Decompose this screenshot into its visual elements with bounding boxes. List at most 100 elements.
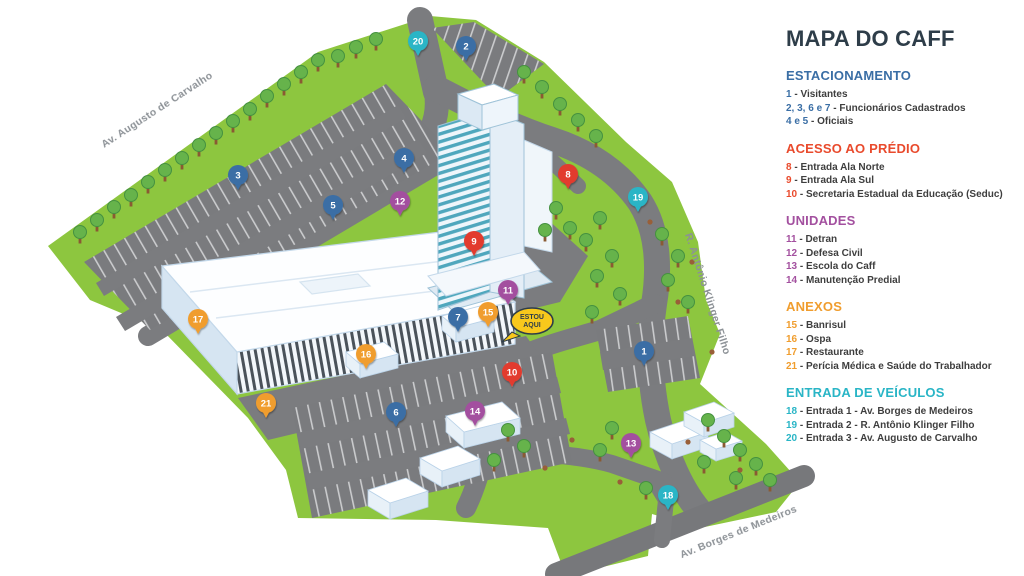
- legend-item-number: 10: [786, 188, 798, 200]
- legend-item: 19 - Entrada 2 - R. Antônio Klinger Filh…: [786, 419, 1022, 433]
- legend-item-text: - Entrada 3 - Av. Augusto de Carvalho: [797, 433, 978, 444]
- legend-item: 15 - Banrisul: [786, 319, 1022, 333]
- svg-text:15: 15: [483, 308, 494, 319]
- legend-item-text: - Entrada 2 - R. Antônio Klinger Filho: [797, 419, 975, 431]
- svg-text:16: 16: [361, 350, 372, 361]
- legend-item: 13 - Escola do Caff: [786, 260, 1022, 274]
- legend-item: 11 - Detran: [786, 233, 1022, 247]
- svg-text:7: 7: [455, 313, 460, 324]
- map-pin-19: 19: [628, 187, 648, 212]
- map-pin-6: 6: [386, 402, 406, 427]
- map-pin-3: 3: [228, 165, 248, 190]
- legend-item-text: - Secretaria Estadual da Educação (Seduc…: [797, 188, 1003, 200]
- legend-item-text: - Entrada Ala Sul: [791, 175, 874, 186]
- legend-item: 9 - Entrada Ala Sul: [786, 174, 1022, 188]
- legend-item: 4 e 5 - Oficiais: [786, 115, 1022, 129]
- legend-item: 20 - Entrada 3 - Av. Augusto de Carvalho: [786, 432, 1022, 446]
- map-pin-8: 8: [558, 164, 578, 189]
- map-pin-16: 16: [356, 344, 376, 369]
- legend-item-number: 12: [786, 247, 798, 259]
- svg-text:19: 19: [633, 193, 644, 204]
- legend-item: 10 - Secretaria Estadual da Educação (Se…: [786, 188, 1022, 202]
- map-pin-20: 20: [408, 31, 428, 56]
- legend-item-number: 17: [786, 347, 798, 358]
- legend-item-number: 19: [786, 419, 798, 431]
- svg-text:20: 20: [413, 37, 424, 48]
- svg-text:14: 14: [470, 407, 481, 418]
- legend-item-number: 21: [786, 360, 798, 372]
- svg-text:4: 4: [401, 154, 407, 165]
- svg-text:8: 8: [565, 170, 570, 181]
- map-pin-9: 9: [464, 231, 484, 256]
- legend-item-text: - Entrada 1 - Av. Borges de Medeiros: [797, 406, 973, 417]
- legend-item: 16 - Ospa: [786, 333, 1022, 347]
- svg-text:3: 3: [235, 171, 240, 182]
- legend-item-text: - Entrada Ala Norte: [791, 161, 885, 173]
- legend-item-text: - Oficiais: [808, 116, 854, 127]
- svg-text:12: 12: [395, 197, 406, 208]
- svg-text:10: 10: [507, 368, 518, 379]
- map-pin-2: 2: [456, 36, 476, 61]
- legend-item: 8 - Entrada Ala Norte: [786, 161, 1022, 175]
- legend-item-number: 18: [786, 406, 798, 417]
- road-borges-medeiros: [545, 465, 815, 576]
- legend-section-title: ACESSO AO PRÉDIO: [786, 140, 921, 156]
- legend-item-number: 14: [786, 274, 798, 286]
- legend-section: ESTACIONAMENTO 1 - Visitantes 2, 3, 6 e 7 …: [786, 68, 1022, 129]
- map-pin-1: 1: [634, 341, 654, 366]
- legend-item-text: - Restaurante: [797, 347, 864, 358]
- svg-text:9: 9: [471, 237, 476, 248]
- legend-section-title: ANEXOS: [786, 299, 843, 314]
- tower-penthouse-right: [481, 94, 519, 131]
- legend-item-number: 13: [786, 261, 798, 272]
- legend-item-number: 16: [786, 333, 798, 345]
- svg-text:6: 6: [393, 408, 398, 419]
- legend-sections: ESTACIONAMENTO 1 - Visitantes 2, 3, 6 e 7 …: [786, 68, 1022, 446]
- legend-item: 18 - Entrada 1 - Av. Borges de Medeiros: [786, 405, 1022, 419]
- map-pin-13: 13: [621, 433, 641, 458]
- map-pin-5: 5: [323, 195, 343, 220]
- svg-text:21: 21: [261, 399, 272, 410]
- legend-item-number: 1: [786, 89, 792, 100]
- map-pin-21: 21: [256, 393, 276, 418]
- legend-item: 2, 3, 6 e 7 - Funcionários Cadastrados: [786, 102, 1022, 116]
- map-pin-10: 10: [502, 362, 522, 387]
- svg-text:13: 13: [626, 439, 637, 450]
- tower-building: [426, 83, 554, 311]
- legend-item-number: 8: [786, 161, 792, 173]
- svg-text:18: 18: [663, 491, 674, 502]
- map-pin-11: 11: [498, 280, 518, 305]
- legend-item-text: - Manutenção Predial: [797, 274, 901, 286]
- map-pin-15: 15: [478, 302, 498, 327]
- legend-item-text: - Detran: [796, 234, 838, 245]
- svg-text:11: 11: [503, 286, 514, 297]
- legend-section-title: UNIDADES: [786, 213, 856, 228]
- legend-section-title: ESTACIONAMENTO: [786, 68, 912, 83]
- legend-section: ENTRADA DE VEÍCULOS 18 - Entrada 1 - Av. …: [786, 385, 1022, 446]
- svg-text:17: 17: [193, 315, 204, 326]
- roof-structure: [298, 273, 372, 295]
- map-pin-14: 14: [465, 401, 485, 426]
- legend-item-text: - Visitantes: [791, 89, 848, 100]
- legend-item-text: - Ospa: [797, 333, 832, 345]
- svg-text:5: 5: [330, 201, 336, 212]
- legend-item-number: 15: [786, 320, 798, 331]
- map-pin-18: 18: [658, 485, 678, 510]
- svg-text:2: 2: [463, 42, 468, 53]
- south-buildings: [367, 445, 481, 520]
- legend-item-number: 20: [786, 433, 798, 444]
- main-building-roof: [160, 231, 517, 353]
- svg-text:1: 1: [641, 347, 647, 358]
- legend-item-text: - Banrisul: [797, 320, 847, 331]
- map-pin-12: 12: [390, 191, 410, 216]
- bushes: [542, 219, 743, 485]
- legend-section-title: ENTRADA DE VEÍCULOS: [786, 385, 945, 400]
- legend-item-text: - Defesa Civil: [797, 247, 863, 259]
